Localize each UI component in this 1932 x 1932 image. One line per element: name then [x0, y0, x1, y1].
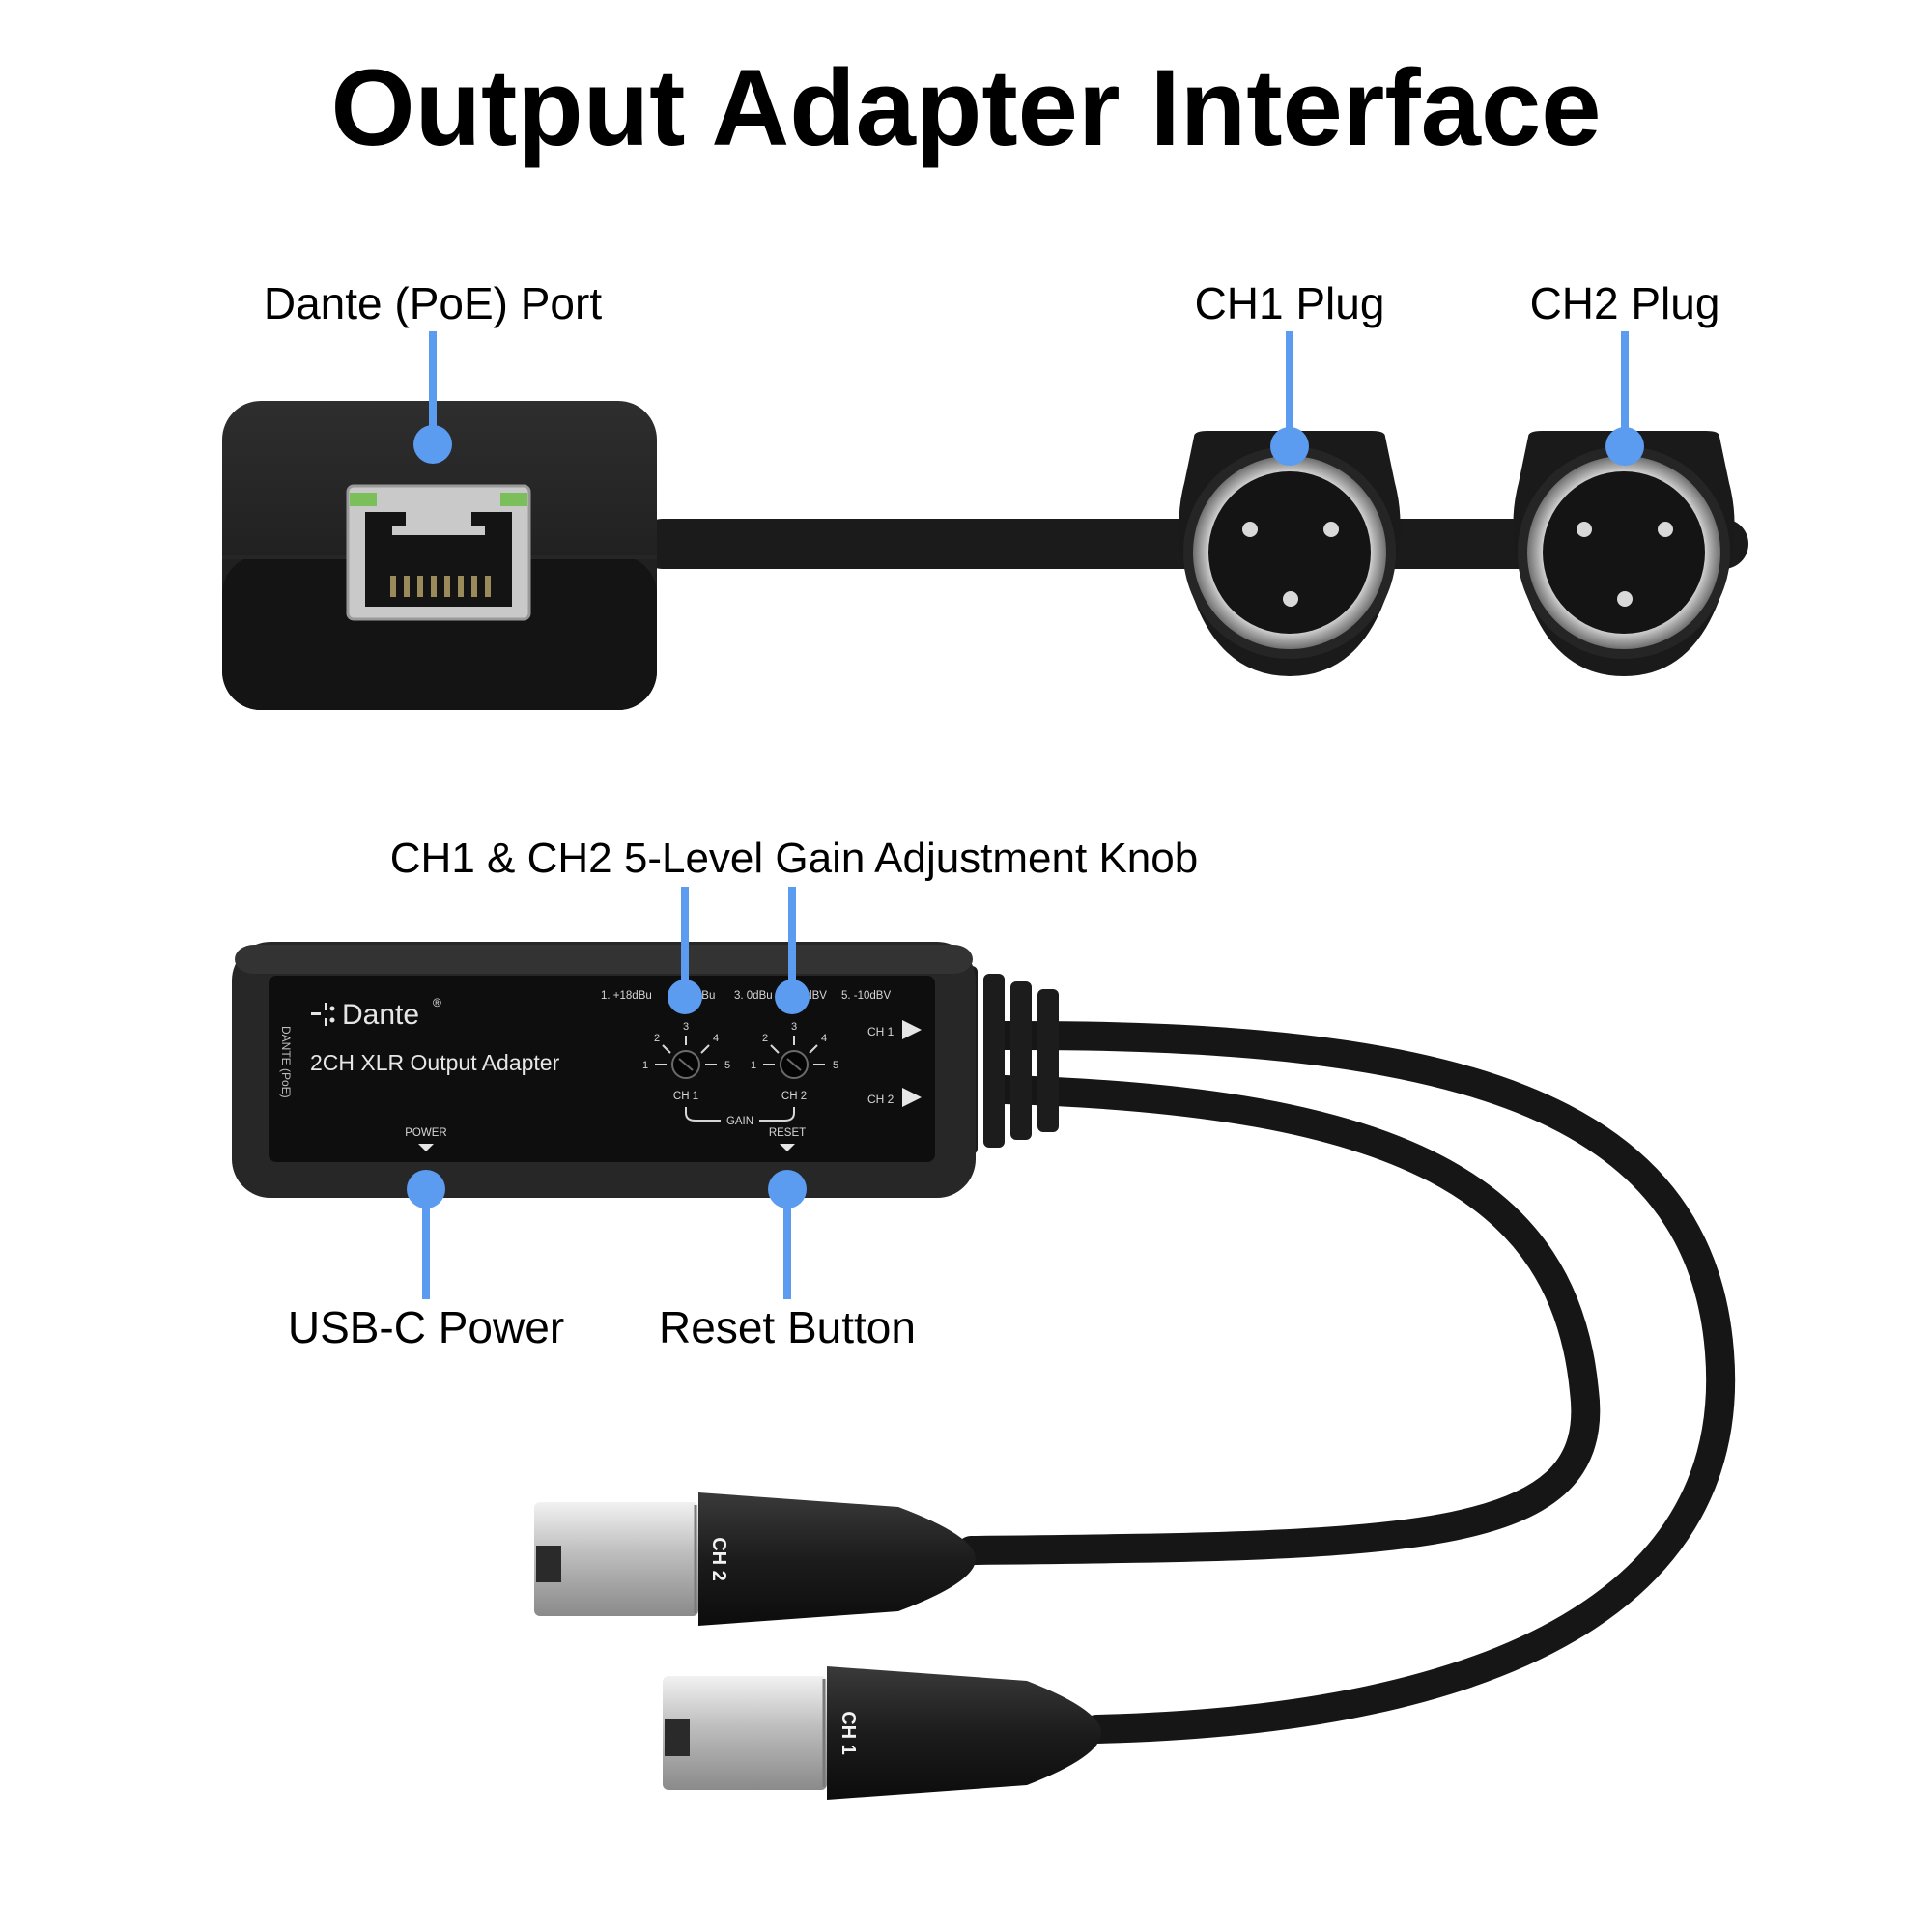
dial-number: 3	[683, 1021, 689, 1033]
callout-dot	[1270, 427, 1309, 466]
ch2-gain-dial: 1 2 3 4 5 CH 2	[751, 1021, 838, 1102]
output-cables	[956, 1020, 1736, 1744]
ch2-xlr-connector: CH 2	[534, 1492, 976, 1626]
power-arrow-icon	[418, 1144, 434, 1151]
gain-level-3: 3. 0dBu	[734, 990, 773, 1002]
callout-label: CH2 Plug	[1530, 278, 1720, 328]
adapter-body: DANTE (PoE) Dante ® 2CH XLR Output Adapt…	[232, 942, 1059, 1198]
product-name: 2CH XLR Output Adapter	[310, 1050, 560, 1075]
callout-usb-power: USB-C Power	[288, 1170, 564, 1352]
power-label: POWER	[405, 1127, 446, 1139]
callout-label: Reset Button	[659, 1302, 916, 1352]
dial-number: 2	[654, 1033, 660, 1044]
gain-bracket: GAIN	[685, 1107, 795, 1127]
xlr-pin-icon	[1323, 522, 1339, 537]
xlr-pin-icon	[1577, 522, 1592, 537]
xlr-pin-icon	[1658, 522, 1673, 537]
ch1-cable-tag: CH 1	[838, 1711, 859, 1755]
gain-level-5: 5. -10dBV	[841, 990, 891, 1002]
output-ch1-indicator: CH 1	[867, 1020, 922, 1039]
dial-number: 1	[642, 1060, 648, 1071]
callout-label: CH1 & CH2 5-Level Gain Adjustment Knob	[390, 835, 1198, 882]
ch1-gain-dial: 1 2 3 4 5 CH 1	[642, 1021, 730, 1102]
xlr-pin-icon	[1283, 591, 1298, 607]
callout-label: CH1 Plug	[1195, 278, 1385, 328]
dante-logo: Dante ®	[311, 996, 441, 1031]
callout-dot	[668, 980, 702, 1014]
callout-ch1-plug: CH1 Plug	[1195, 278, 1385, 466]
out-ch1-label: CH 1	[867, 1025, 895, 1038]
reset-label: RESET	[769, 1127, 806, 1139]
ch2-knob-label: CH 2	[781, 1091, 807, 1102]
ch1-xlr-plug-face	[1179, 431, 1401, 676]
brand-registered: ®	[433, 996, 441, 1009]
dial-number: 4	[821, 1033, 827, 1044]
dial-number: 5	[724, 1060, 730, 1071]
callout-dot	[768, 1170, 807, 1208]
callout-label: USB-C Power	[288, 1302, 564, 1352]
play-arrow-icon	[902, 1020, 922, 1039]
dial-number: 5	[833, 1060, 838, 1071]
gain-label: GAIN	[726, 1116, 753, 1127]
output-ch2-indicator: CH 2	[867, 1088, 922, 1107]
side-label: DANTE (PoE)	[279, 1026, 293, 1098]
callout-gain-knob: CH1 & CH2 5-Level Gain Adjustment Knob	[390, 835, 1198, 1014]
out-ch2-label: CH 2	[867, 1093, 895, 1106]
xlr-pin-icon	[1617, 591, 1633, 607]
dante-logo-icon	[311, 1003, 335, 1026]
ch1-knob-label: CH 1	[673, 1091, 698, 1102]
dial-number: 4	[713, 1033, 719, 1044]
xlr-pin-icon	[1242, 522, 1258, 537]
ch2-xlr-plug-face	[1513, 431, 1735, 676]
gain-legend: 1. +18dBu 2. +4dBu 3. 0dBu 4. 0dBV 5. -1…	[601, 990, 891, 1002]
top-device-view	[222, 401, 1748, 710]
callout-dot	[775, 980, 810, 1014]
callout-dot	[407, 1170, 445, 1208]
ch1-cable	[990, 1020, 1736, 1744]
dial-number: 1	[751, 1060, 756, 1071]
callout-label: Dante (PoE) Port	[264, 278, 602, 328]
play-arrow-icon	[902, 1088, 922, 1107]
ch2-cable-tag: CH 2	[708, 1537, 729, 1581]
dial-number: 2	[762, 1033, 768, 1044]
reset-arrow-icon	[780, 1144, 795, 1151]
ch2-cable	[956, 1075, 1601, 1565]
rj45-port-icon	[346, 484, 531, 621]
callout-reset-button: Reset Button	[659, 1170, 916, 1352]
adapter-label-panel	[269, 976, 935, 1162]
callout-dot	[413, 425, 452, 464]
callout-dante-port: Dante (PoE) Port	[264, 278, 602, 464]
callout-ch2-plug: CH2 Plug	[1530, 278, 1720, 466]
page-title: Output Adapter Interface	[330, 47, 1601, 168]
dial-number: 3	[791, 1021, 797, 1033]
gain-level-1: 1. +18dBu	[601, 990, 652, 1002]
brand-name: Dante	[342, 999, 419, 1031]
callout-dot	[1605, 427, 1644, 466]
ch1-xlr-connector: CH 1	[663, 1666, 1101, 1800]
